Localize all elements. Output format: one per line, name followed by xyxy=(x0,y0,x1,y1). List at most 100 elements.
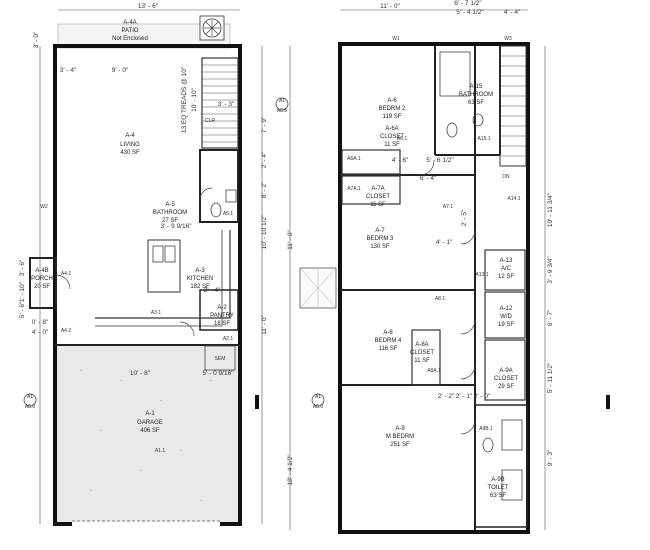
wd-room xyxy=(484,291,526,339)
clr-label: CLR xyxy=(205,118,215,124)
first-floor-plan xyxy=(23,9,325,527)
closet-a8a xyxy=(411,329,441,386)
dim-label: 6' - 7 1/2" xyxy=(454,0,482,7)
dim-label: 2' - 1" xyxy=(456,393,473,400)
dim-label: 1' - 10" xyxy=(19,281,26,302)
dn-label: DN xyxy=(502,174,510,180)
dim-label: 2' - 0" xyxy=(474,393,491,400)
dim-label: 5' - 6" xyxy=(19,301,26,318)
dim-label: 2' - 4" xyxy=(204,287,221,294)
section-marker xyxy=(23,393,37,407)
room-name: GARAGE xyxy=(137,420,163,426)
room-area: 20 SF xyxy=(34,284,50,290)
ref-tag: A3.1 xyxy=(151,310,162,316)
room-area: 116 SF xyxy=(379,346,398,352)
room-name: LIVING xyxy=(120,142,140,148)
kitchen-sink-icon xyxy=(152,245,164,263)
ref-tag: A8.1 xyxy=(435,296,446,302)
dim-label: 11' - 0" xyxy=(380,3,400,10)
pantry-walls xyxy=(199,289,239,331)
dim-label: 10' - 10 1/2" xyxy=(261,214,268,249)
room-id: A-8 xyxy=(383,330,393,336)
ref-tag: A1.1 xyxy=(155,448,166,454)
edge-mark xyxy=(255,395,259,409)
room-id: A-7A xyxy=(371,186,384,192)
window-tag: W1 xyxy=(392,36,400,42)
vertical-dimension-labels: 3' - 0" 10' - 10" 1' - 10" 3' - 6" 5' - … xyxy=(19,31,554,485)
dimension-labels: 13' - 6" 11' - 0" 6' - 7 1/2" 4' - 4" 5'… xyxy=(32,0,521,400)
toilet-room xyxy=(474,404,528,528)
patio-fan-icon xyxy=(199,15,225,41)
ref-tag: A4.2 xyxy=(61,328,72,334)
room-name: BEDRM 2 xyxy=(379,106,406,112)
sem-label: SEM xyxy=(215,356,226,362)
door-swing-icon xyxy=(419,160,435,176)
sem-box xyxy=(204,345,236,371)
room-area: 11 SF xyxy=(414,358,430,364)
dim-label: 4' - 4" xyxy=(504,9,521,16)
dim-label: 0' - 8" xyxy=(32,319,49,326)
room-area: 11 SF xyxy=(370,202,386,208)
section-tag: A8.5 xyxy=(277,108,288,114)
dim-label: 11' - 0" xyxy=(287,229,294,249)
ref-tag: A7.1 xyxy=(443,204,454,210)
room-id: A-3 xyxy=(195,268,205,274)
room-area: 18 SF xyxy=(214,321,230,327)
room-id: A-15 xyxy=(470,84,483,90)
room-name: M BEDRM xyxy=(386,434,414,440)
room-name: BATHROOM xyxy=(153,210,187,216)
balcony-roof xyxy=(299,267,337,309)
closet-a7a xyxy=(341,175,401,205)
section-tag: A1 xyxy=(315,394,321,400)
room-area: 63 SF xyxy=(490,493,506,499)
window-tag: W3 xyxy=(504,36,512,42)
dim-label: 5' - 4 1/2" xyxy=(456,9,484,16)
dim-label: 2' - 5" xyxy=(461,209,468,226)
room-area: 130 SF xyxy=(370,244,390,250)
room-id: A-6 xyxy=(387,98,397,104)
dim-label: 5' - 11 1/2" xyxy=(547,362,554,393)
ref-tag: A13.1 xyxy=(475,272,488,278)
dim-label: 10' - 10" xyxy=(191,87,198,111)
dim-label: 10' - 8" xyxy=(130,370,151,377)
room-id: A-5 xyxy=(165,202,175,208)
room-id: A-9A xyxy=(499,368,512,374)
toilet-icon xyxy=(446,122,458,138)
dim-label: 4' - 6" xyxy=(392,157,409,164)
room-id: A-4A xyxy=(123,20,136,26)
room-area: 11 SF xyxy=(384,142,400,148)
door-swing-icon xyxy=(179,321,195,337)
dim-label: 8' - 2" xyxy=(261,181,268,198)
dim-label: 9' - 0" xyxy=(112,67,129,74)
ref-tag: A6.1 xyxy=(397,136,408,142)
room-area: 406 SF xyxy=(140,428,160,434)
room-name: PATIO xyxy=(121,28,138,34)
section-tag: A1 xyxy=(279,98,285,104)
dim-label: 4' - 1" xyxy=(436,239,453,246)
ref-tag: A9B.1 xyxy=(479,426,493,432)
ref-tag: A2.1 xyxy=(223,336,234,342)
dim-label: 3' - 9 9/16" xyxy=(160,223,192,230)
dim-label: 2' - 2" xyxy=(438,393,455,400)
room-id: A-4B xyxy=(35,268,48,274)
kitchen-island xyxy=(147,239,181,293)
dim-label: 4' - 0" xyxy=(32,329,49,336)
dim-label: 3' - 0" xyxy=(33,31,40,48)
dim-label: 3' - 4" xyxy=(60,67,77,74)
room-name: BEDRM 3 xyxy=(367,236,394,242)
stair-note: 13 EQ TREADS @ 10" xyxy=(181,66,188,133)
room-id: A-9 xyxy=(395,426,405,432)
garage-floor xyxy=(57,346,238,522)
room-name: PANTRY xyxy=(210,313,234,319)
section-marker xyxy=(275,97,289,111)
room-area: 19 SF xyxy=(498,322,514,328)
reference-tags: A1 A8.0 A1 A8.5 A1 A8.0 SEM DN CLR A6.1 … xyxy=(25,36,521,454)
room-name: W/D xyxy=(500,314,512,320)
ref-tag: A15.1 xyxy=(477,136,490,142)
room-name: BATHROOM xyxy=(459,92,493,98)
porch-walls xyxy=(29,257,57,309)
dim-label: 2' - 4" xyxy=(261,151,268,168)
room-labels-right: A-6 BEDRM 2 119 SF A-6A CLOSET 11 SF A-1… xyxy=(366,84,518,499)
sink-icon xyxy=(472,113,484,127)
